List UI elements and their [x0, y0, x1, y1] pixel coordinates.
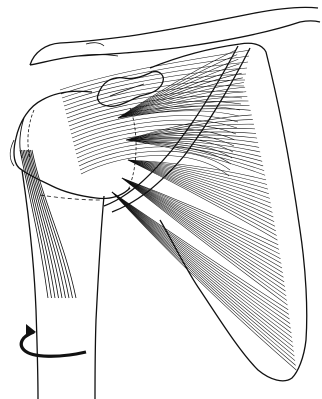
biceps-tendon [20, 150, 76, 298]
tendon-strand [26, 150, 62, 298]
clavicle [30, 7, 320, 65]
tendon-strand [28, 150, 66, 298]
muscle-fiber [122, 178, 286, 291]
muscle-fiber [122, 178, 285, 287]
muscle-fiber [126, 140, 263, 166]
tendon-strand [23, 150, 55, 298]
muscle-fiber [79, 147, 231, 166]
muscle-fiber [78, 142, 232, 162]
internal-rotation-arrow [21, 324, 86, 356]
muscle-fiber [126, 140, 265, 175]
